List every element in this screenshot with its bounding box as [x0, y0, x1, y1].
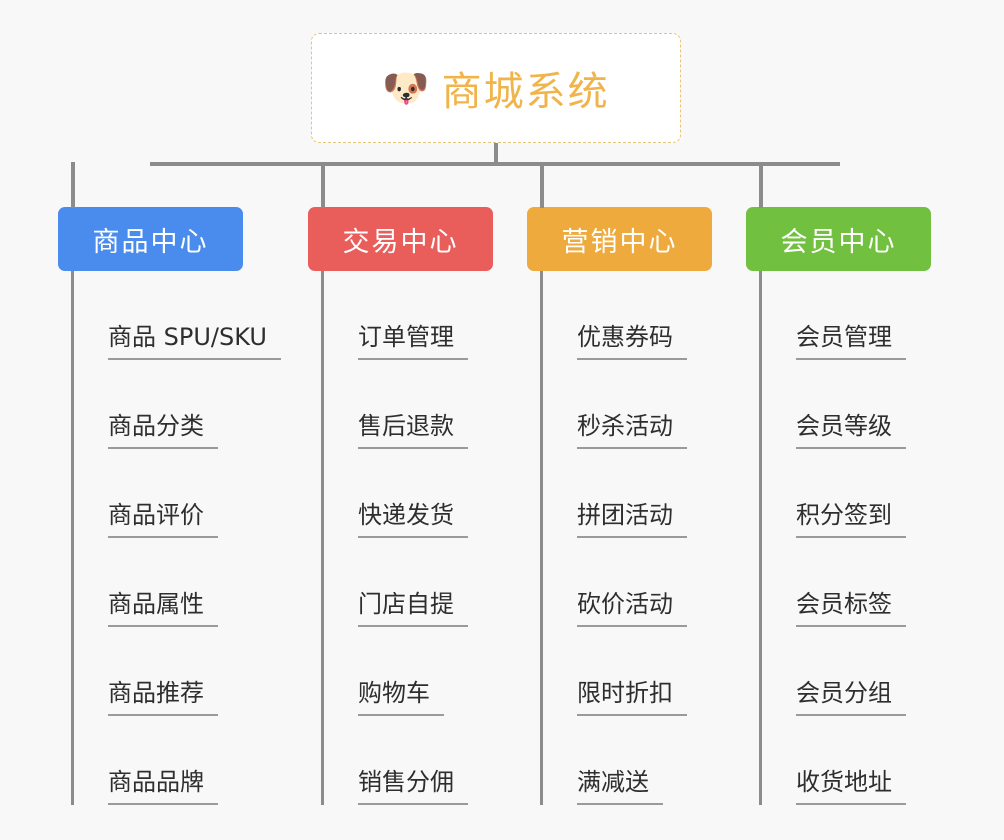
leaf-item[interactable]: 收货地址	[762, 716, 931, 805]
connector-column-vertical-trade-center	[321, 162, 325, 208]
leaf-item-label: 商品属性	[108, 584, 218, 627]
leaf-item-label: 满减送	[577, 762, 663, 805]
leaf-list-product-center: 商品 SPU/SKU 商品分类商品评价商品属性商品推荐商品品牌	[71, 271, 281, 805]
leaf-item[interactable]: 购物车	[324, 627, 493, 716]
leaf-item-label: 商品分类	[108, 406, 218, 449]
category-label: 营销中心	[561, 226, 678, 258]
leaf-item[interactable]: 秒杀活动	[543, 360, 712, 449]
connector-horizontal-bar	[150, 162, 840, 166]
leaf-list-member-center: 会员管理会员等级积分签到会员标签会员分组收货地址	[759, 271, 931, 805]
leaf-item-label: 购物车	[358, 673, 444, 716]
leaf-item[interactable]: 优惠券码	[543, 271, 712, 360]
leaf-item-label: 售后退款	[358, 406, 468, 449]
leaf-list-marketing-center: 优惠券码秒杀活动拼团活动砍价活动限时折扣满减送	[540, 271, 712, 805]
leaf-item[interactable]: 商品分类	[74, 360, 243, 449]
leaf-item-label: 门店自提	[358, 584, 468, 627]
leaf-item[interactable]: 商品 SPU/SKU	[74, 271, 281, 360]
column-product-center: 商品中心商品 SPU/SKU 商品分类商品评价商品属性商品推荐商品品牌	[58, 207, 281, 805]
connector-root-vertical	[494, 143, 498, 165]
leaf-item[interactable]: 拼团活动	[543, 449, 712, 538]
leaf-item[interactable]: 会员分组	[762, 627, 931, 716]
leaf-item-label: 会员分组	[796, 673, 906, 716]
leaf-item[interactable]: 砍价活动	[543, 538, 712, 627]
leaf-item[interactable]: 会员标签	[762, 538, 931, 627]
category-label: 会员中心	[780, 226, 897, 258]
leaf-item[interactable]: 积分签到	[762, 449, 931, 538]
leaf-item-label: 商品 SPU/SKU	[108, 317, 281, 360]
root-node[interactable]: 🐶 商城系统	[311, 33, 681, 143]
leaf-item-label: 秒杀活动	[577, 406, 687, 449]
leaf-item[interactable]: 快递发货	[324, 449, 493, 538]
leaf-item[interactable]: 满减送	[543, 716, 712, 805]
leaf-item-label: 积分签到	[796, 495, 906, 538]
shiba-dog-face-icon: 🐶	[382, 66, 430, 110]
leaf-item-label: 会员管理	[796, 317, 906, 360]
leaf-item[interactable]: 会员管理	[762, 271, 931, 360]
leaf-item-label: 订单管理	[358, 317, 468, 360]
category-label: 交易中心	[342, 226, 459, 258]
leaf-item-label: 限时折扣	[577, 673, 687, 716]
leaf-item[interactable]: 限时折扣	[543, 627, 712, 716]
category-header-marketing-center[interactable]: 营销中心	[527, 207, 712, 271]
leaf-item-label: 快递发货	[358, 495, 468, 538]
connector-column-vertical-product-center	[71, 162, 75, 208]
leaf-item[interactable]: 商品品牌	[74, 716, 243, 805]
leaf-item[interactable]: 商品推荐	[74, 627, 243, 716]
leaf-item-label: 商品推荐	[108, 673, 218, 716]
leaf-item-label: 拼团活动	[577, 495, 687, 538]
category-header-member-center[interactable]: 会员中心	[746, 207, 931, 271]
leaf-list-trade-center: 订单管理售后退款快递发货门店自提购物车销售分佣	[321, 271, 493, 805]
leaf-item[interactable]: 销售分佣	[324, 716, 493, 805]
leaf-item-label: 商品品牌	[108, 762, 218, 805]
column-member-center: 会员中心会员管理会员等级积分签到会员标签会员分组收货地址	[746, 207, 931, 805]
leaf-item-label: 会员标签	[796, 584, 906, 627]
leaf-item[interactable]: 订单管理	[324, 271, 493, 360]
leaf-item[interactable]: 商品属性	[74, 538, 243, 627]
leaf-item-label: 收货地址	[796, 762, 906, 805]
leaf-item[interactable]: 门店自提	[324, 538, 493, 627]
column-marketing-center: 营销中心优惠券码秒杀活动拼团活动砍价活动限时折扣满减送	[527, 207, 712, 805]
leaf-item-label: 砍价活动	[577, 584, 687, 627]
leaf-item[interactable]: 会员等级	[762, 360, 931, 449]
connector-column-vertical-marketing-center	[540, 162, 544, 208]
leaf-item-label: 会员等级	[796, 406, 906, 449]
category-header-trade-center[interactable]: 交易中心	[308, 207, 493, 271]
category-header-product-center[interactable]: 商品中心	[58, 207, 243, 271]
connector-column-vertical-member-center	[759, 162, 763, 208]
category-label: 商品中心	[92, 226, 209, 258]
leaf-item[interactable]: 商品评价	[74, 449, 243, 538]
leaf-item-label: 商品评价	[108, 495, 218, 538]
leaf-item-label: 销售分佣	[358, 762, 468, 805]
root-title: 商城系统	[441, 69, 610, 115]
leaf-item-label: 优惠券码	[577, 317, 687, 360]
leaf-item[interactable]: 售后退款	[324, 360, 493, 449]
column-trade-center: 交易中心订单管理售后退款快递发货门店自提购物车销售分佣	[308, 207, 493, 805]
